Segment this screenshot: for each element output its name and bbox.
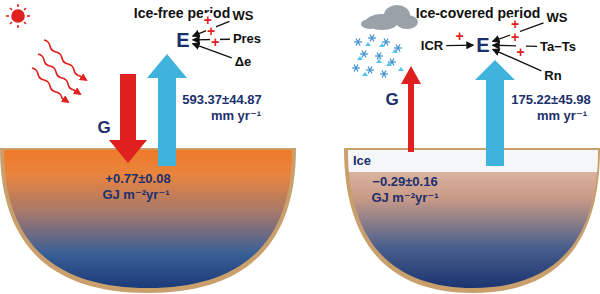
driver-factor: WS bbox=[232, 9, 255, 24]
driver-factor: Ta−Ts bbox=[539, 40, 577, 55]
ice-layer bbox=[340, 150, 600, 172]
node-text: Δe bbox=[235, 55, 252, 70]
node-text: Ta−Ts bbox=[540, 40, 576, 55]
heat-flux-arrow bbox=[401, 66, 421, 152]
node-text: E bbox=[476, 34, 489, 57]
evaporation-symbol: E bbox=[175, 29, 190, 52]
evaporation-unit: mm yr⁻¹ bbox=[537, 109, 587, 124]
flux-symbol: G bbox=[385, 90, 398, 110]
flux-unit: GJ m⁻²yr⁻¹ bbox=[102, 188, 169, 203]
flux-symbol: G bbox=[97, 118, 110, 138]
evaporation-unit: mm yr⁻¹ bbox=[211, 109, 261, 124]
node-text: Rn bbox=[544, 69, 561, 84]
evaporation-arrow bbox=[475, 60, 515, 166]
node-text: Pres bbox=[233, 32, 261, 47]
lake-water bbox=[4, 150, 292, 288]
panel-title: Ice-covered period bbox=[416, 5, 541, 21]
flux-value: −0.29±0.16 bbox=[372, 175, 437, 190]
sign-label: + bbox=[210, 35, 220, 49]
sign-label: + bbox=[454, 29, 464, 43]
radiation-waves bbox=[32, 40, 86, 102]
ice-label: Ice bbox=[353, 154, 371, 169]
driver-factor: Δe bbox=[234, 55, 253, 70]
node-text: WS bbox=[547, 11, 568, 26]
flux-value: +0.77±0.08 bbox=[105, 172, 170, 187]
evaporation-arrow bbox=[147, 54, 187, 166]
sign-label: + bbox=[516, 45, 526, 59]
panel-title: Ice-free period bbox=[134, 5, 230, 21]
lake-basin bbox=[0, 148, 296, 293]
influence-arrow bbox=[446, 45, 473, 47]
evaporation-symbol: E bbox=[475, 34, 490, 57]
sun-icon bbox=[6, 4, 30, 28]
evaporation-value: 175.22±45.98 bbox=[511, 93, 590, 108]
driver-factor: ICR bbox=[420, 39, 444, 54]
sign-label: + bbox=[510, 17, 520, 31]
driver-factor: Rn bbox=[543, 69, 562, 84]
node-text: ICR bbox=[421, 39, 443, 54]
snow-grains bbox=[357, 42, 404, 76]
evaporation-value: 593.37±44.87 bbox=[182, 93, 261, 108]
cloud-icon bbox=[361, 5, 418, 30]
node-text: E bbox=[176, 29, 189, 52]
node-text: WS bbox=[233, 9, 254, 24]
driver-factor: Pres bbox=[232, 32, 262, 47]
flux-unit: GJ m⁻²yr⁻¹ bbox=[371, 191, 438, 206]
driver-factor: WS bbox=[546, 11, 569, 26]
snowflakes bbox=[352, 35, 402, 78]
sign-label: + bbox=[510, 30, 520, 44]
heat-flux-arrow bbox=[109, 74, 147, 163]
